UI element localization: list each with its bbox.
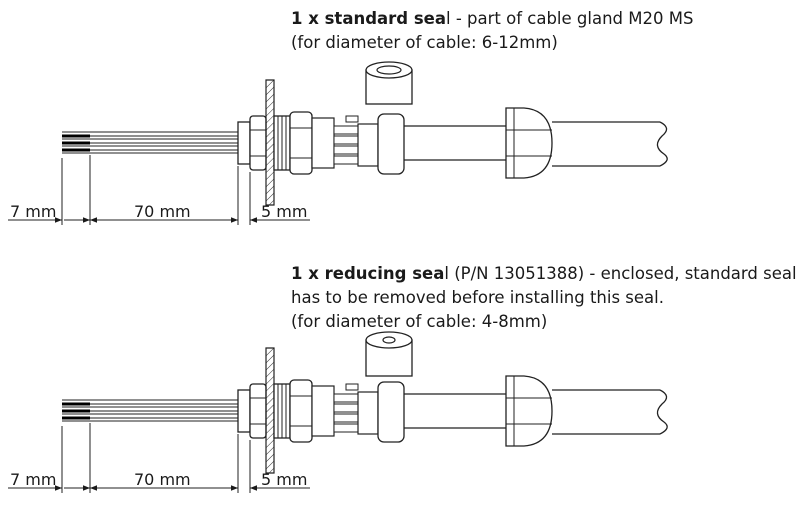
- reducing-seal-diameter: (for diameter of cable: 4-8mm): [291, 312, 548, 331]
- reducing-seal-title: 1 x reducing seal (P/N 13051388) - enclo…: [291, 262, 796, 286]
- reducing-seal-title-rest: l (P/N 13051388) - enclosed, standard se…: [444, 264, 796, 283]
- dim-7mm: 7 mm: [10, 202, 56, 221]
- reducing-seal-note: has to be removed before installing this…: [291, 288, 664, 307]
- reducing-seal-assembly: 7 mm 70 mm 5 mm: [8, 331, 667, 493]
- standard-seal-title-rest: l - part of cable gland M20 MS: [446, 9, 694, 28]
- standard-seal-title: 1 x standard seal - part of cable gland …: [291, 7, 693, 31]
- dim-5mm: 5 mm: [261, 470, 307, 489]
- reducing-seal-caption: 1 x reducing seal (P/N 13051388) - enclo…: [291, 262, 796, 334]
- standard-seal-title-bold: 1 x standard sea: [291, 9, 446, 28]
- standard-seal-part: [365, 61, 413, 105]
- dim-7mm: 7 mm: [10, 470, 56, 489]
- dim-70mm: 70 mm: [134, 470, 191, 489]
- reducing-seal-part: [365, 331, 413, 377]
- standard-seal-assembly: 7 mm 70 mm 5 mm: [8, 61, 667, 225]
- reducing-seal-title-bold: 1 x reducing sea: [291, 264, 445, 283]
- dim-70mm: 70 mm: [134, 202, 191, 221]
- standard-seal-caption: 1 x standard seal - part of cable gland …: [291, 7, 693, 55]
- standard-seal-diameter: (for diameter of cable: 6-12mm): [291, 33, 558, 52]
- dim-5mm: 5 mm: [261, 202, 307, 221]
